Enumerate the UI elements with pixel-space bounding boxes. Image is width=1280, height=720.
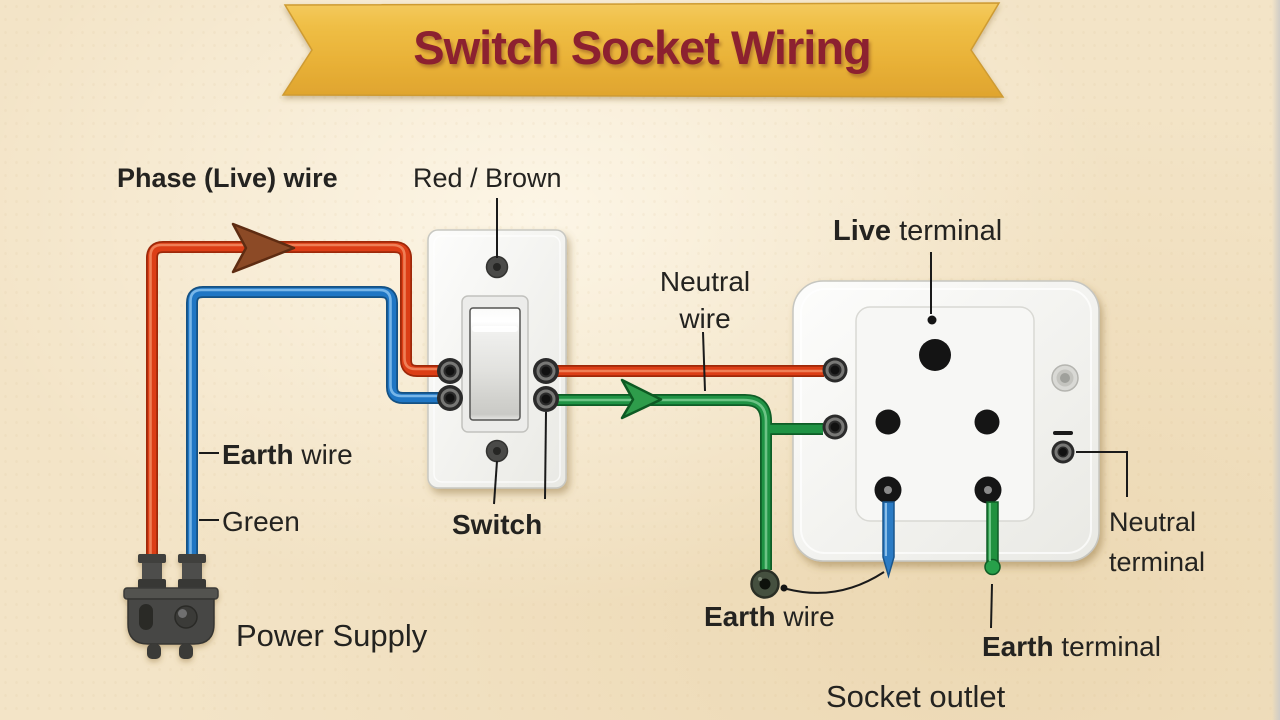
label-live-terminal-bold: Live (833, 215, 892, 247)
switch-rocker (461, 295, 529, 433)
socket-neutral-terminal (1051, 440, 1075, 464)
label-socket-outlet: Socket outlet (826, 679, 1006, 714)
label-neutral-wire: Neutral wire (644, 263, 766, 337)
label-neutral-terminal-line2: terminal (1109, 547, 1206, 577)
plug-knob (174, 605, 198, 629)
socket-earth-entry-terminal (822, 414, 848, 440)
leader-lines (199, 198, 1128, 629)
switch-screw-bottom (485, 439, 509, 463)
socket-live-terminal (822, 357, 848, 383)
socket-hole-earth-top (919, 339, 951, 371)
leader-earth-wire-curve (786, 571, 885, 594)
earth-pin-stub (984, 501, 1001, 576)
label-neutral-terminal: Neutral terminal (1109, 502, 1205, 582)
socket-indicator-lamp (1051, 364, 1079, 392)
label-earth-terminal-bold: Earth (982, 631, 1054, 662)
live-terminal-dot (927, 315, 937, 325)
label-earth-terminal-rest: terminal (1053, 631, 1161, 662)
label-earth-wire-bottom: Earth wire (704, 601, 835, 633)
label-neutral-terminal-line1: Neutral (1109, 507, 1197, 537)
switch-terminals (437, 358, 559, 412)
plug-prong-right (179, 644, 193, 659)
earth-wire-dot (780, 584, 788, 592)
leader-switch-terminal (544, 411, 547, 500)
label-switch: Switch (452, 509, 543, 540)
plug-prong-left (147, 644, 161, 659)
phase-direction-arrow (231, 222, 296, 274)
earth-green-wire (556, 394, 772, 570)
title-ribbon (281, 2, 1005, 98)
socket-plate (792, 280, 1100, 562)
label-live-terminal-rest: terminal (891, 215, 1003, 247)
label-red-brown: Red / Brown (413, 163, 562, 193)
switch-screw-top (485, 255, 509, 279)
label-neutral-wire-line2: wire (679, 303, 731, 334)
leader-neutral-wire (702, 331, 706, 392)
socket-inner-face (855, 306, 1035, 522)
leader-neutral-terminal (1076, 451, 1128, 497)
socket-hole-mid-left (875, 409, 901, 435)
neutral-terminal-dash (1053, 431, 1073, 435)
plug-slot (139, 604, 153, 630)
earth-eyelet (750, 569, 780, 599)
label-power-supply: Power Supply (236, 618, 428, 653)
page-title: Switch Socket Wiring (413, 21, 871, 74)
earth-direction-arrow (620, 378, 663, 420)
label-green: Green (222, 506, 300, 537)
label-neutral-wire-line1: Neutral (659, 266, 751, 297)
socket-hole-mid-right (974, 409, 1000, 435)
label-phase-live-wire: Phase (Live) wire (117, 163, 338, 193)
leader-earth-terminal (990, 583, 993, 629)
label-earth-terminal: Earth terminal (982, 631, 1161, 663)
label-earth-wire-left-rest: wire (293, 439, 353, 470)
leader-switch-screw (493, 460, 498, 505)
label-earth-wire-left-bold: Earth (222, 439, 294, 470)
label-earth-wire-bottom-bold: Earth (704, 601, 776, 632)
label-live-terminal: Live terminal (833, 215, 1002, 248)
label-earth-wire-bottom-rest: wire (775, 601, 835, 632)
neutral-pin-stub (882, 501, 895, 579)
power-plug (123, 554, 219, 659)
label-earth-wire-left: Earth wire (222, 439, 353, 471)
right-edge-strip (1272, 0, 1280, 720)
